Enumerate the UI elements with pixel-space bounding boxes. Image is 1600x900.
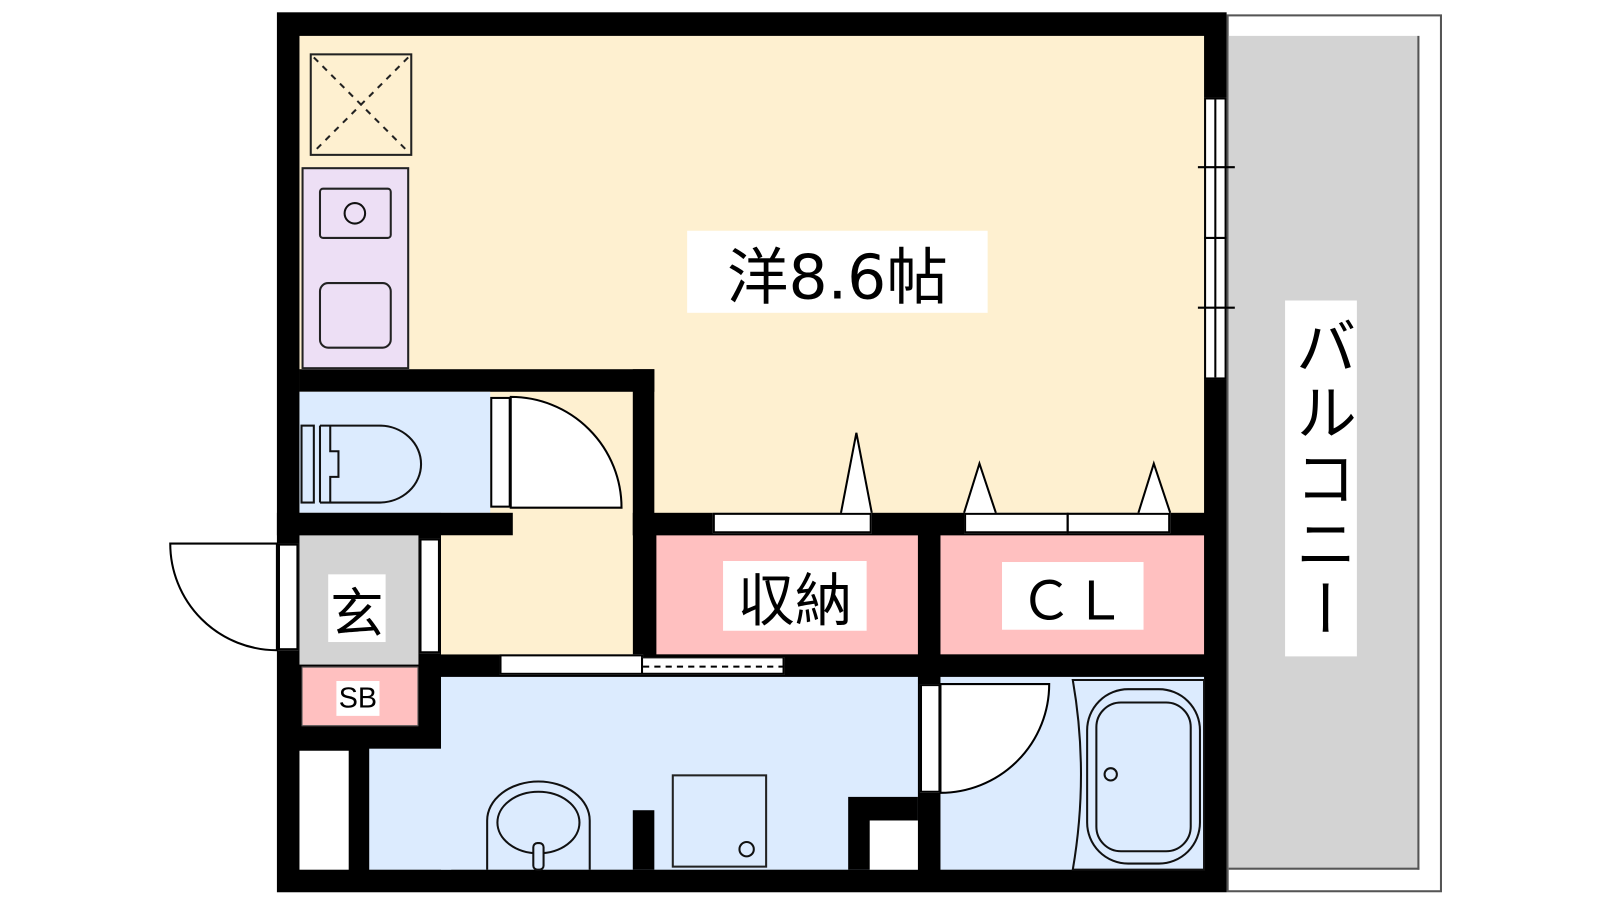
washroom	[441, 676, 918, 870]
front-door-arc	[169, 542, 278, 652]
wall-toilet-top	[299, 369, 655, 392]
wash-divider	[632, 810, 655, 870]
entrance-inner-frame	[419, 538, 440, 654]
kitchen-sink	[318, 282, 392, 349]
pipe-space	[869, 820, 918, 870]
wash-basin-icon	[486, 780, 591, 871]
hallway-lower	[441, 535, 633, 655]
bathtub-icon	[1071, 678, 1206, 871]
burner-icon	[343, 202, 367, 225]
western-room-label: 洋8.6帖	[687, 230, 988, 313]
stove	[318, 187, 392, 239]
refrigerator-x-icon	[313, 56, 409, 153]
entrance-label: 玄	[328, 574, 386, 645]
wall-sb	[418, 664, 442, 749]
shoe-box-label: SB	[336, 680, 380, 716]
toilet-icon	[300, 424, 422, 504]
toilet-door-swing	[509, 395, 623, 509]
storage-label: 収納	[723, 561, 867, 634]
wall-toilet-bottom	[276, 512, 513, 536]
door-marker-icons	[839, 432, 1172, 514]
bath-door-swing	[939, 683, 1051, 794]
refrigerator-space	[309, 53, 413, 156]
front-door-frame	[277, 543, 299, 651]
drain-icon	[738, 840, 755, 858]
window-marks	[1197, 99, 1235, 378]
closet-label: ＣＬ	[1002, 562, 1144, 632]
left-closet	[299, 750, 349, 870]
washroom-left	[369, 748, 452, 870]
storage-sliding-door	[712, 512, 872, 534]
wall-hall-right	[632, 369, 655, 655]
balcony-label: バルコニー	[1285, 300, 1357, 657]
washing-machine	[671, 774, 768, 868]
